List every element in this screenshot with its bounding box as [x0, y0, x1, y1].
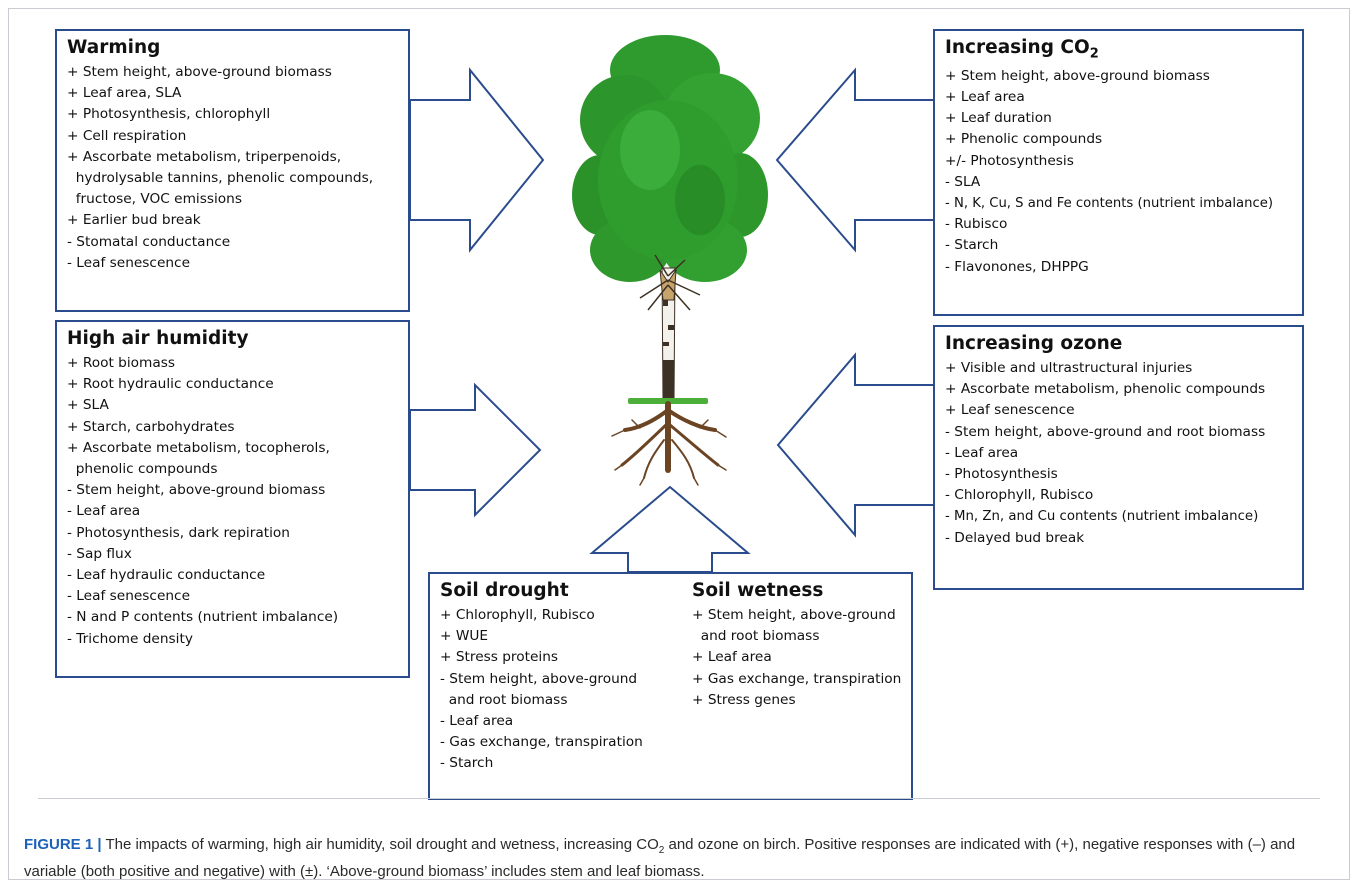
caption-divider [38, 798, 1320, 799]
humidity-box: High air humidity + Root biomass + Root … [55, 320, 410, 678]
list-item: and root biomass [440, 691, 568, 708]
list-item: - Stem height, above-ground biomass [67, 482, 326, 499]
list-item: + Stress proteins [440, 649, 559, 666]
list-item: - Stem height, above-ground and root bio… [945, 423, 1266, 440]
list-item: fructose, VOC emissions [67, 191, 242, 208]
list-item: - Stem height, above-ground [440, 670, 638, 687]
humidity-title: High air humidity [67, 328, 249, 349]
list-item: + Stem height, above-ground biomass [67, 64, 332, 80]
figure-caption: FIGURE 1 | The impacts of warming, high … [24, 834, 1334, 882]
list-item: - Leaf hydraulic conductance [67, 567, 266, 584]
list-item: phenolic compounds [67, 461, 218, 478]
warming-title: Warming [67, 37, 161, 58]
list-item: - Trichome density [67, 630, 193, 647]
list-item: + Stem height, above-ground biomass [945, 67, 1210, 84]
list-item: + Cell respiration [67, 127, 187, 144]
list-item: - Chlorophyll, Rubisco [945, 487, 1094, 504]
list-item: + Chlorophyll, Rubisco [440, 607, 595, 623]
list-item: - Flavonones, DHPPG [945, 258, 1089, 275]
arrow-ozone [776, 352, 936, 538]
list-item: + Ascorbate metabolism, triperpenoids, [67, 148, 342, 165]
list-item: - Leaf senescence [67, 588, 191, 605]
soil-drought-list: + Chlorophyll, Rubisco + WUE + Stress pr… [440, 605, 674, 775]
list-item: + Leaf area, SLA [67, 85, 182, 102]
list-item: + Root hydraulic conductance [67, 376, 274, 393]
list-item: +/- Photosynthesis [945, 152, 1074, 169]
figure-frame [8, 8, 1350, 880]
caption-label: FIGURE 1 | [24, 836, 102, 853]
co2-box: Increasing CO2 + Stem height, above-grou… [933, 29, 1304, 316]
list-item: - Starch [945, 237, 999, 254]
birch-tree-illustration [572, 35, 768, 486]
arrow-soil [589, 485, 751, 573]
list-item: + Leaf senescence [945, 402, 1075, 419]
tree-trunk [639, 254, 701, 401]
list-item: + Leaf duration [945, 110, 1052, 127]
list-item: - N, K, Cu, S and Fe contents (nutrient … [945, 195, 1273, 211]
list-item: + Ascorbate metabolism, phenolic compoun… [945, 381, 1266, 398]
soil-wetness-list: + Stem height, above-ground and root bio… [692, 605, 901, 711]
list-item: + Visible and ultrastructural injuries [945, 360, 1193, 376]
co2-title-main: Increasing CO [945, 37, 1090, 58]
soil-drought-title: Soil drought [440, 580, 569, 601]
tree-foliage [572, 35, 768, 282]
list-item: - Photosynthesis [945, 466, 1058, 483]
humidity-list: + Root biomass + Root hydraulic conducta… [67, 353, 398, 650]
list-item: + Photosynthesis, chlorophyll [67, 106, 271, 123]
list-item: + Gas exchange, transpiration [692, 670, 902, 687]
list-item: + Stress genes [692, 691, 796, 708]
list-item: - N and P contents (nutrient imbalance) [67, 609, 339, 626]
co2-title-subscript: 2 [1089, 46, 1099, 62]
list-item: - Leaf area [440, 713, 514, 730]
list-item: - SLA [945, 173, 981, 190]
tree-roots [611, 401, 727, 486]
list-item: + Root biomass [67, 355, 176, 371]
warming-list: + Stem height, above-ground biomass + Le… [67, 62, 398, 274]
list-item: and root biomass [692, 628, 820, 645]
ozone-list: + Visible and ultrastructural injuries +… [945, 358, 1292, 549]
list-item: + SLA [67, 397, 109, 414]
arrow-humidity [409, 382, 542, 518]
list-item: - Delayed bud break [945, 529, 1085, 546]
list-item: + Earlier bud break [67, 212, 201, 229]
caption-text-end: and ozone on birch. Positive responses a… [24, 836, 1296, 880]
list-item: - Photosynthesis, dark repiration [67, 524, 290, 541]
list-item: - Gas exchange, transpiration [440, 734, 643, 751]
list-item: + Leaf area [692, 649, 772, 666]
list-item: hydrolysable tannins, phenolic compounds… [67, 170, 374, 187]
list-item: + Starch, carbohydrates [67, 418, 235, 435]
list-item: + Ascorbate metabolism, tocopherols, [67, 439, 330, 456]
list-item: + Phenolic compounds [945, 131, 1103, 148]
soil-drought-box: Soil drought + Chlorophyll, Rubisco + WU… [428, 572, 684, 800]
caption-text-start: The impacts of warming, high air humidit… [101, 836, 659, 853]
list-item: + Leaf area [945, 88, 1025, 105]
list-item: + Stem height, above-ground [692, 607, 896, 623]
soil-wetness-box: Soil wetness + Stem height, above-ground… [682, 572, 913, 800]
soil-wetness-title: Soil wetness [692, 580, 824, 601]
ozone-box: Increasing ozone + Visible and ultrastru… [933, 325, 1304, 590]
list-item: - Rubisco [945, 216, 1008, 233]
arrow-co2 [775, 67, 936, 253]
list-item: - Leaf senescence [67, 254, 191, 271]
co2-list: + Stem height, above-ground biomass + Le… [945, 66, 1292, 278]
caption-subscript: 2 [658, 845, 665, 856]
list-item: - Leaf area [67, 503, 141, 520]
list-item: - Starch [440, 755, 494, 772]
list-item: - Sap flux [67, 545, 132, 562]
list-item: + WUE [440, 628, 489, 645]
list-item: - Leaf area [945, 444, 1019, 461]
ozone-title: Increasing ozone [945, 333, 1123, 354]
list-item: - Stomatal conductance [67, 233, 231, 250]
list-item: - Mn, Zn, and Cu contents (nutrient imba… [945, 509, 1259, 525]
arrow-warming [409, 67, 545, 253]
co2-title: Increasing CO2 [945, 37, 1292, 62]
warming-box: Warming + Stem height, above-ground biom… [55, 29, 410, 312]
